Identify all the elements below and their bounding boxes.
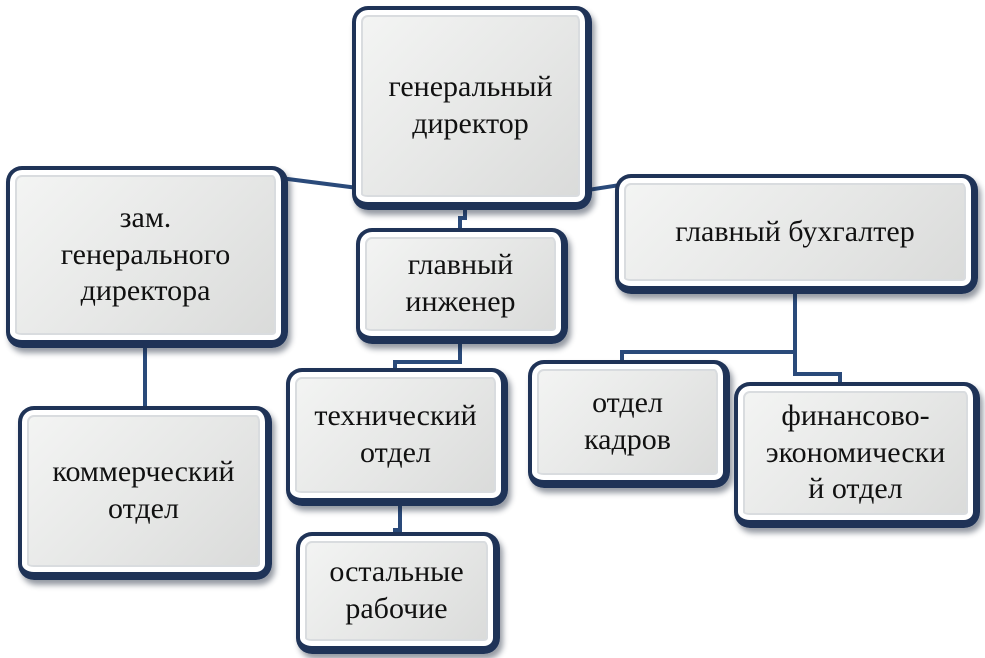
connector-gen-to-engineer [458,206,467,234]
connector-accountant-to-hr [620,288,797,366]
connector-gen-to-deputy [277,175,361,191]
node-hr-department: отдел кадров [528,360,730,488]
node-chief-accountant: главный бухгалтер [615,174,978,294]
node-technical-department: технический отдел [286,368,508,506]
node-deputy-director: зам. генерального директора [6,166,288,348]
node-finance-department: финансово- экономически й отдел [734,382,980,528]
node-commercial-department: коммерческий отдел [18,406,272,580]
connector-accountant-to-finance [793,288,842,390]
node-chief-engineer: главный инженер [356,228,568,344]
node-other-workers: остальные рабочие [296,532,500,654]
node-general-director: генеральный директор [352,6,592,210]
connector-gen-to-accountant [585,182,623,193]
